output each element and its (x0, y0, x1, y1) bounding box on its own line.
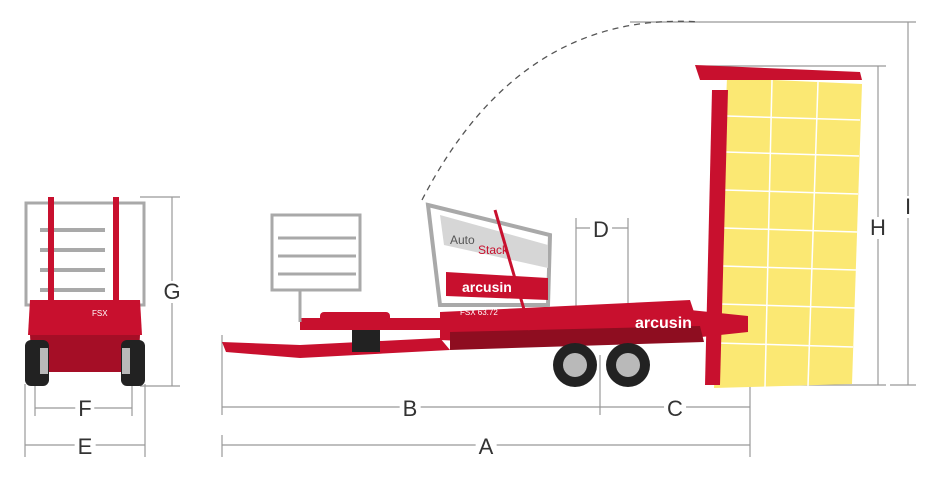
side-gripper (270, 213, 362, 322)
toolbox (352, 330, 380, 352)
deck-brand-label: arcusin (635, 315, 692, 332)
dim-label-g: G (160, 281, 184, 303)
tipping-table (705, 90, 728, 385)
front-body (28, 300, 142, 335)
auto-label: Auto (450, 233, 475, 247)
stack-label: Stack (478, 243, 509, 257)
bale-grid (717, 79, 861, 388)
top-frame (695, 65, 862, 80)
dim-label-d: D (590, 219, 612, 241)
stacker-frame (425, 202, 553, 307)
front-model-label: FSX (92, 309, 108, 318)
dim-label-a: A (475, 436, 497, 458)
tilt-arc (421, 20, 701, 201)
dim-label-h: H (867, 217, 889, 239)
side-view: arcusin FSX 63.72 Auto Stack arcusin (222, 65, 862, 388)
dim-label-f: F (75, 398, 95, 420)
bale-stack (714, 78, 862, 388)
dim-label-c: C (664, 398, 686, 420)
panel-brand-label: arcusin (462, 279, 512, 295)
dim-label-e: E (74, 436, 96, 458)
dim-label-b: B (399, 398, 421, 420)
drawbar (222, 338, 450, 358)
dim-label-i: I (901, 196, 915, 218)
deck-model-label: FSX 63.72 (460, 308, 498, 317)
front-view: FSX (24, 197, 146, 386)
